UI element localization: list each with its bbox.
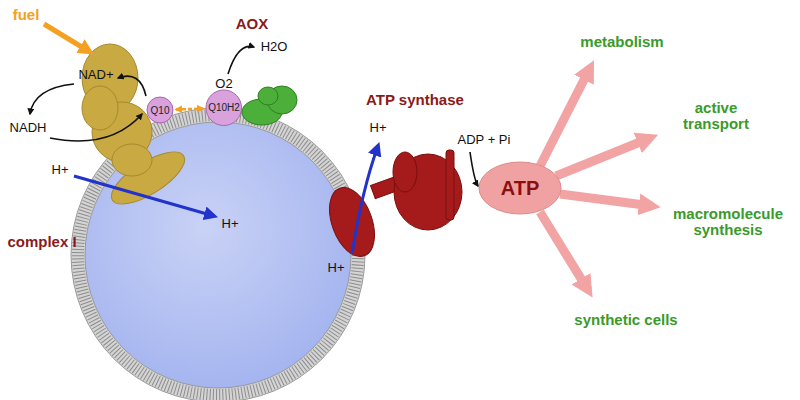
- aox-protein: [242, 86, 297, 125]
- coenzyme-q-circle: Q10: [146, 96, 174, 124]
- reaction-arrow: [50, 114, 142, 141]
- fuel-arrow: [44, 24, 90, 52]
- atp-use-label: active transport: [666, 100, 766, 133]
- node-text: Q10H2: [208, 102, 240, 113]
- node-text: ATP: [501, 177, 540, 200]
- vesicle-lumen: [84, 121, 352, 389]
- atp-use-label: metabolism: [580, 34, 663, 51]
- membrane-outer: [71, 108, 365, 400]
- molecule-label: O2: [215, 77, 232, 91]
- protein-name: ATP synthase: [366, 92, 464, 109]
- proton-arrow: [352, 146, 378, 254]
- exchange-arrow: [176, 107, 203, 110]
- node-shape: [479, 162, 561, 214]
- protein-name: complex I: [7, 234, 76, 251]
- proton-label: H+: [52, 163, 69, 177]
- reaction-arrow: [118, 76, 146, 96]
- molecule-label: H2O: [261, 40, 288, 54]
- molecule-label: NAD+: [78, 68, 113, 82]
- node-text: Q10: [151, 105, 170, 116]
- atp-use-label: macromolecule synthesis: [663, 206, 793, 239]
- proton-label: H+: [370, 121, 387, 135]
- coenzyme-q-circle: Q10H2: [205, 89, 243, 127]
- atp-use-label: synthetic cells: [574, 312, 677, 329]
- membrane-inner: [85, 122, 351, 388]
- molecule-label: ADP + Pi: [458, 133, 511, 147]
- fuel-label: fuel: [13, 7, 40, 24]
- reaction-arrow: [228, 46, 254, 74]
- membrane-lipids: [78, 115, 358, 395]
- proton-label: H+: [328, 261, 345, 275]
- protein-name: AOX: [236, 16, 269, 33]
- node-shape: [206, 90, 242, 126]
- reaction-arrow: [470, 152, 478, 186]
- membrane: [78, 115, 358, 395]
- atp-synthase-protein: [321, 150, 462, 263]
- atp-ellipse: ATP: [478, 161, 562, 215]
- node-shape: [147, 97, 173, 123]
- reaction-arrow: [30, 84, 74, 114]
- proton-arrow: [74, 176, 214, 216]
- proton-label: H+: [222, 217, 239, 231]
- molecule-label: NADH: [10, 121, 47, 135]
